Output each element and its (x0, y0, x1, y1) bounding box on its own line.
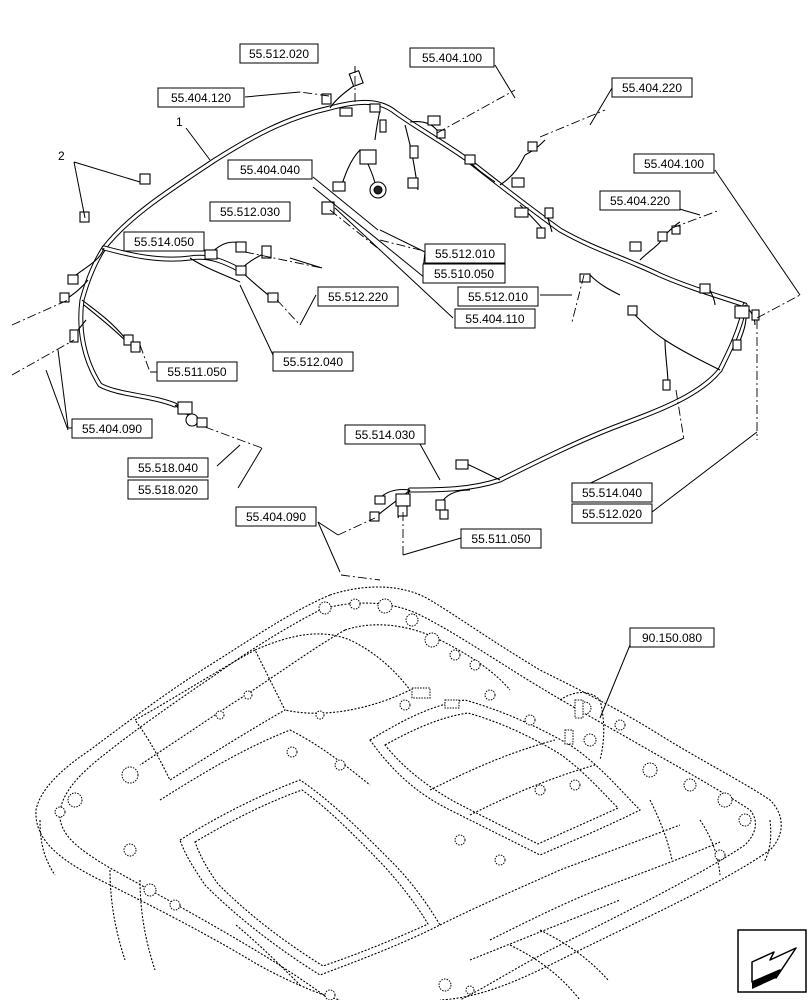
ref-55-404-110[interactable]: 55.404.110 (454, 308, 536, 329)
svg-text:55.512.020: 55.512.020 (249, 47, 309, 61)
ref-55-512-030[interactable]: 55.512.030 (209, 201, 291, 222)
svg-text:55.512.010: 55.512.010 (468, 290, 528, 304)
svg-text:55.404.220: 55.404.220 (610, 194, 670, 208)
svg-text:55.512.020: 55.512.020 (582, 507, 642, 521)
svg-text:55.511.050: 55.511.050 (471, 532, 530, 546)
svg-text:55.511.050: 55.511.050 (167, 365, 226, 379)
ref-55-404-220-top[interactable]: 55.404.220 (611, 77, 693, 98)
harness-connectors (59, 69, 760, 522)
callout-item-2: 2 (58, 149, 65, 163)
ref-55-518-040[interactable]: 55.518.040 (127, 457, 209, 478)
svg-text:55.404.100: 55.404.100 (422, 51, 482, 65)
svg-text:55.514.030: 55.514.030 (355, 428, 415, 442)
ref-55-514-030[interactable]: 55.514.030 (344, 424, 426, 445)
ref-55-510-050[interactable]: 55.510.050 (422, 263, 506, 284)
svg-text:55.512.010: 55.512.010 (435, 247, 495, 261)
svg-text:55.518.020: 55.518.020 (138, 483, 198, 497)
item-callouts: 1 2 (58, 115, 183, 163)
ref-55-404-120[interactable]: 55.404.120 (157, 87, 245, 108)
svg-text:55.404.090: 55.404.090 (82, 422, 142, 436)
ref-55-404-220-right[interactable]: 55.404.220 (599, 190, 681, 211)
reference-lines (11, 72, 801, 581)
ref-90-150-080[interactable]: 90.150.080 (629, 627, 715, 648)
ref-55-514-050[interactable]: 55.514.050 (123, 231, 205, 252)
callout-item-1: 1 (176, 115, 183, 129)
svg-text:55.514.040: 55.514.040 (582, 486, 642, 500)
svg-text:55.404.120: 55.404.120 (171, 91, 231, 105)
svg-text:55.514.050: 55.514.050 (134, 235, 194, 249)
svg-text:55.404.090: 55.404.090 (246, 510, 306, 524)
svg-text:55.404.100: 55.404.100 (644, 157, 704, 171)
svg-text:55.518.040: 55.518.040 (138, 461, 198, 475)
ref-55-512-020-top[interactable]: 55.512.020 (239, 43, 319, 64)
ref-55-518-020[interactable]: 55.518.020 (127, 479, 209, 500)
ref-55-512-040[interactable]: 55.512.040 (272, 351, 354, 372)
reference-labels: 55.512.020 55.404.120 55.404.100 55.404.… (71, 43, 715, 648)
svg-text:55.510.050: 55.510.050 (434, 267, 494, 281)
ref-55-404-090-bottom[interactable]: 55.404.090 (235, 506, 317, 527)
ref-55-511-050-bottom[interactable]: 55.511.050 (460, 528, 542, 549)
svg-text:55.512.220: 55.512.220 (328, 290, 388, 304)
ref-55-514-040[interactable]: 55.514.040 (571, 482, 653, 503)
ref-55-404-090-left[interactable]: 55.404.090 (71, 418, 153, 439)
svg-text:55.404.220: 55.404.220 (622, 81, 682, 95)
ref-55-404-100-top[interactable]: 55.404.100 (409, 47, 495, 68)
ref-55-512-220[interactable]: 55.512.220 (317, 286, 399, 307)
arrow-down-left-icon[interactable] (737, 929, 807, 993)
svg-text:55.512.040: 55.512.040 (283, 355, 343, 369)
svg-text:55.404.040: 55.404.040 (240, 163, 300, 177)
ref-55-512-010-b[interactable]: 55.512.010 (457, 286, 539, 307)
ref-55-511-050-left[interactable]: 55.511.050 (156, 361, 238, 382)
cab-roof (35, 586, 782, 1000)
ref-55-404-100-right[interactable]: 55.404.100 (633, 153, 715, 174)
svg-text:55.404.110: 55.404.110 (465, 312, 524, 326)
ref-55-512-010-a[interactable]: 55.512.010 (424, 243, 506, 264)
ref-55-404-040[interactable]: 55.404.040 (227, 159, 313, 180)
svg-text:55.512.030: 55.512.030 (220, 205, 280, 219)
ref-55-512-020-bottom[interactable]: 55.512.020 (571, 503, 653, 524)
cab-fasteners (54, 598, 752, 1000)
svg-text:90.150.080: 90.150.080 (642, 631, 702, 645)
